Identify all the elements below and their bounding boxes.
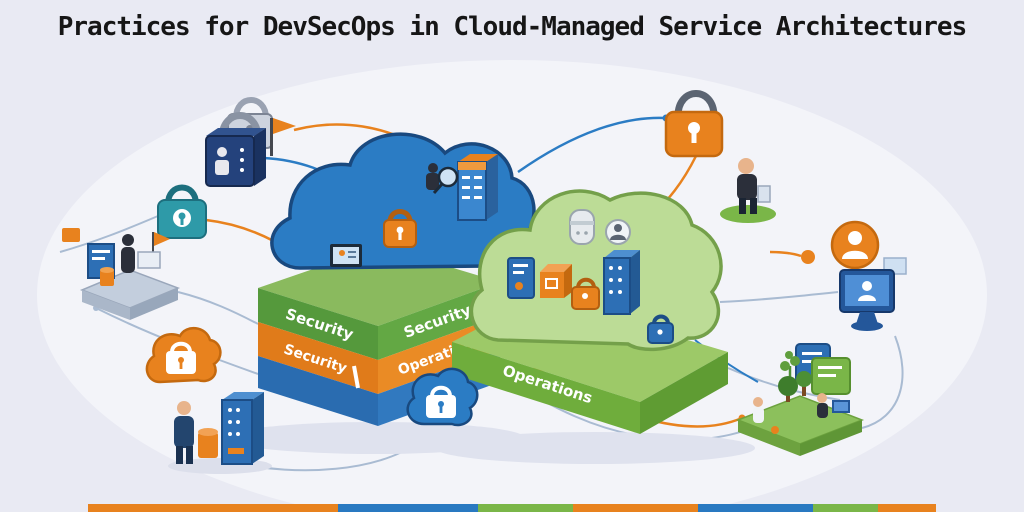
server-tower-icon <box>457 154 498 221</box>
user-circle-icon <box>830 220 880 270</box>
analyst-person-icon <box>720 158 776 223</box>
server-building-icon <box>603 250 640 315</box>
padlock-icon <box>647 314 674 344</box>
blue-cloud <box>270 132 536 271</box>
checklist-panel-icon <box>507 257 535 299</box>
container-box-icon <box>540 264 572 298</box>
flag-icon <box>270 118 296 156</box>
base-band-left-face <box>258 356 378 426</box>
orange-band-left-face <box>258 322 378 394</box>
footer-progress-strip <box>88 504 936 512</box>
teal-padlock-icon <box>157 184 207 239</box>
orange-padlock-icon <box>664 90 724 158</box>
security-band-left-face <box>258 288 378 360</box>
monitor-icon <box>330 244 362 267</box>
orange-cloud-lock-icon <box>145 327 222 384</box>
operations-band-left-face <box>452 342 640 434</box>
padlock-icon <box>383 209 417 248</box>
page-title: Practices for DevSecOps in Cloud-Managed… <box>57 12 968 42</box>
green-cloud <box>469 189 723 352</box>
green-cloud-shape <box>469 189 723 352</box>
user-badge-icon <box>605 219 631 245</box>
padlock-icon <box>571 277 600 310</box>
operations-band-right-face <box>640 352 728 434</box>
green-island-scene-icon <box>735 371 865 456</box>
tag-icon <box>62 228 80 242</box>
admin-server-scene-icon <box>168 392 272 474</box>
workstation-scene-icon <box>79 232 181 320</box>
blue-cloud-lock-icon <box>406 367 479 427</box>
canister-icon <box>569 209 595 245</box>
right-platform-shadow <box>435 432 755 464</box>
keypad-padlock-icon <box>205 112 266 187</box>
orange-node-dot <box>801 250 815 264</box>
security-band-right-face <box>378 282 500 360</box>
band-divider <box>352 365 360 389</box>
video-monitor-icon <box>839 257 907 331</box>
magnifier-person-icon <box>426 163 459 194</box>
